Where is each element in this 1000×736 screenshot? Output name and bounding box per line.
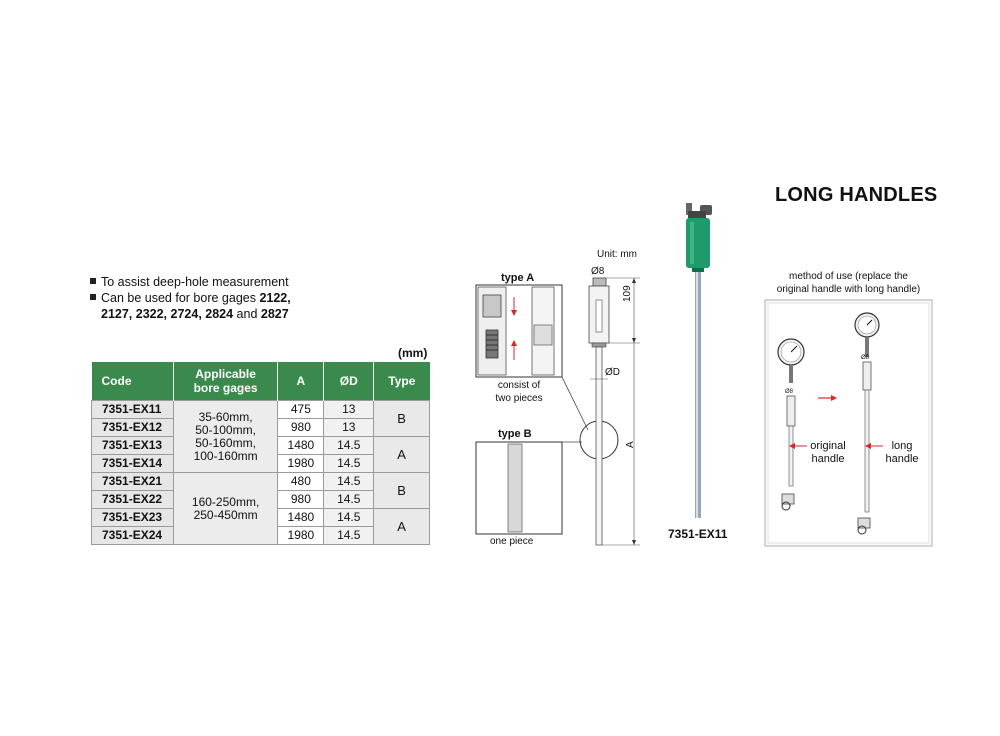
cell-code: 7351-EX12 <box>91 418 174 437</box>
cell-code: 7351-EX23 <box>91 508 174 527</box>
magnifier-circle <box>579 420 619 460</box>
cell-a: 475 <box>277 400 325 419</box>
feature-item: Can be used for bore gages 2122, <box>90 290 291 306</box>
cell-d: 14.5 <box>323 454 375 473</box>
cell-a: 1980 <box>277 526 325 545</box>
type-a-label: type A <box>501 272 535 284</box>
cell-type: B <box>373 472 430 509</box>
cell-a: 980 <box>277 418 325 437</box>
cell-d: 14.5 <box>323 508 375 527</box>
feature-list: To assist deep-hole measurement Can be u… <box>90 274 291 322</box>
cell-a: 980 <box>277 490 325 509</box>
header-d: ØD <box>323 362 375 401</box>
table-row: 7351-EX24 1980 14.5 <box>91 526 430 545</box>
one-piece-label: one piece <box>490 536 534 547</box>
header-type: Type <box>373 362 430 401</box>
dim-109-label: 109 <box>622 285 633 302</box>
leader-line <box>561 376 589 431</box>
phi8-small-label: Ø8 <box>861 355 870 361</box>
product-model-label: 7351-EX11 <box>668 527 728 541</box>
cell-bore-gages: 35-60mm,50-100mm,50-160mm,100-160mm <box>172 400 279 473</box>
table-row: 7351-EX21 160-250mm,250-450mm 480 14.5 B <box>91 472 430 545</box>
table-row: 7351-EX23 1480 14.5 A <box>91 508 430 545</box>
feature-item-continued: 2127, 2322, 2724, 2824 and 2827 <box>101 307 289 321</box>
page-title: LONG HANDLES <box>775 184 938 206</box>
product-photo <box>686 203 712 518</box>
table-row: 7351-EX11 35-60mm,50-100mm,50-160mm,100-… <box>91 400 430 473</box>
cell-code: 7351-EX24 <box>91 526 174 545</box>
table-unit-label: (mm) <box>398 346 428 360</box>
cell-d: 14.5 <box>323 436 375 455</box>
cell-d: 14.5 <box>323 472 375 491</box>
header-code: Code <box>91 362 174 401</box>
cell-d: 13 <box>323 418 375 437</box>
method-of-use-panel <box>764 299 933 547</box>
cell-code: 7351-EX13 <box>91 436 174 455</box>
header-a: A <box>277 362 325 401</box>
cell-type: B <box>373 400 430 437</box>
dim-a-label: A <box>625 441 636 448</box>
table-row: 7351-EX12 980 13 <box>91 418 430 437</box>
cell-code: 7351-EX22 <box>91 490 174 509</box>
cell-code: 7351-EX11 <box>91 400 174 419</box>
handle-drawing <box>588 277 640 546</box>
cell-type: A <box>373 508 430 545</box>
phi8-label: Ø8 <box>591 266 605 277</box>
unit-label: Unit: mm <box>597 249 637 260</box>
cell-a: 480 <box>277 472 325 491</box>
cell-code: 7351-EX21 <box>91 472 174 491</box>
phi8-small-label: Ø8 <box>785 389 794 395</box>
table-row: 7351-EX22 980 14.5 <box>91 490 430 509</box>
feature-item: To assist deep-hole measurement <box>90 274 291 290</box>
type-b-detail <box>475 441 563 535</box>
phid-label: ØD <box>605 367 620 378</box>
cell-bore-gages: 160-250mm,250-450mm <box>172 472 279 545</box>
table-row: 7351-EX14 1980 14.5 <box>91 454 430 473</box>
cell-d: 14.5 <box>323 526 375 545</box>
cell-type: A <box>373 436 430 473</box>
cell-a: 1480 <box>277 436 325 455</box>
type-a-detail <box>475 284 563 378</box>
bullet-square-icon <box>90 278 96 284</box>
cell-a: 1480 <box>277 508 325 527</box>
table-row: 7351-EX13 1480 14.5 A <box>91 436 430 473</box>
cell-d: 13 <box>323 400 375 419</box>
bullet-square-icon <box>90 294 96 300</box>
cell-d: 14.5 <box>323 490 375 509</box>
type-b-label: type B <box>498 428 532 440</box>
cell-code: 7351-EX14 <box>91 454 174 473</box>
cell-a: 1980 <box>277 454 325 473</box>
